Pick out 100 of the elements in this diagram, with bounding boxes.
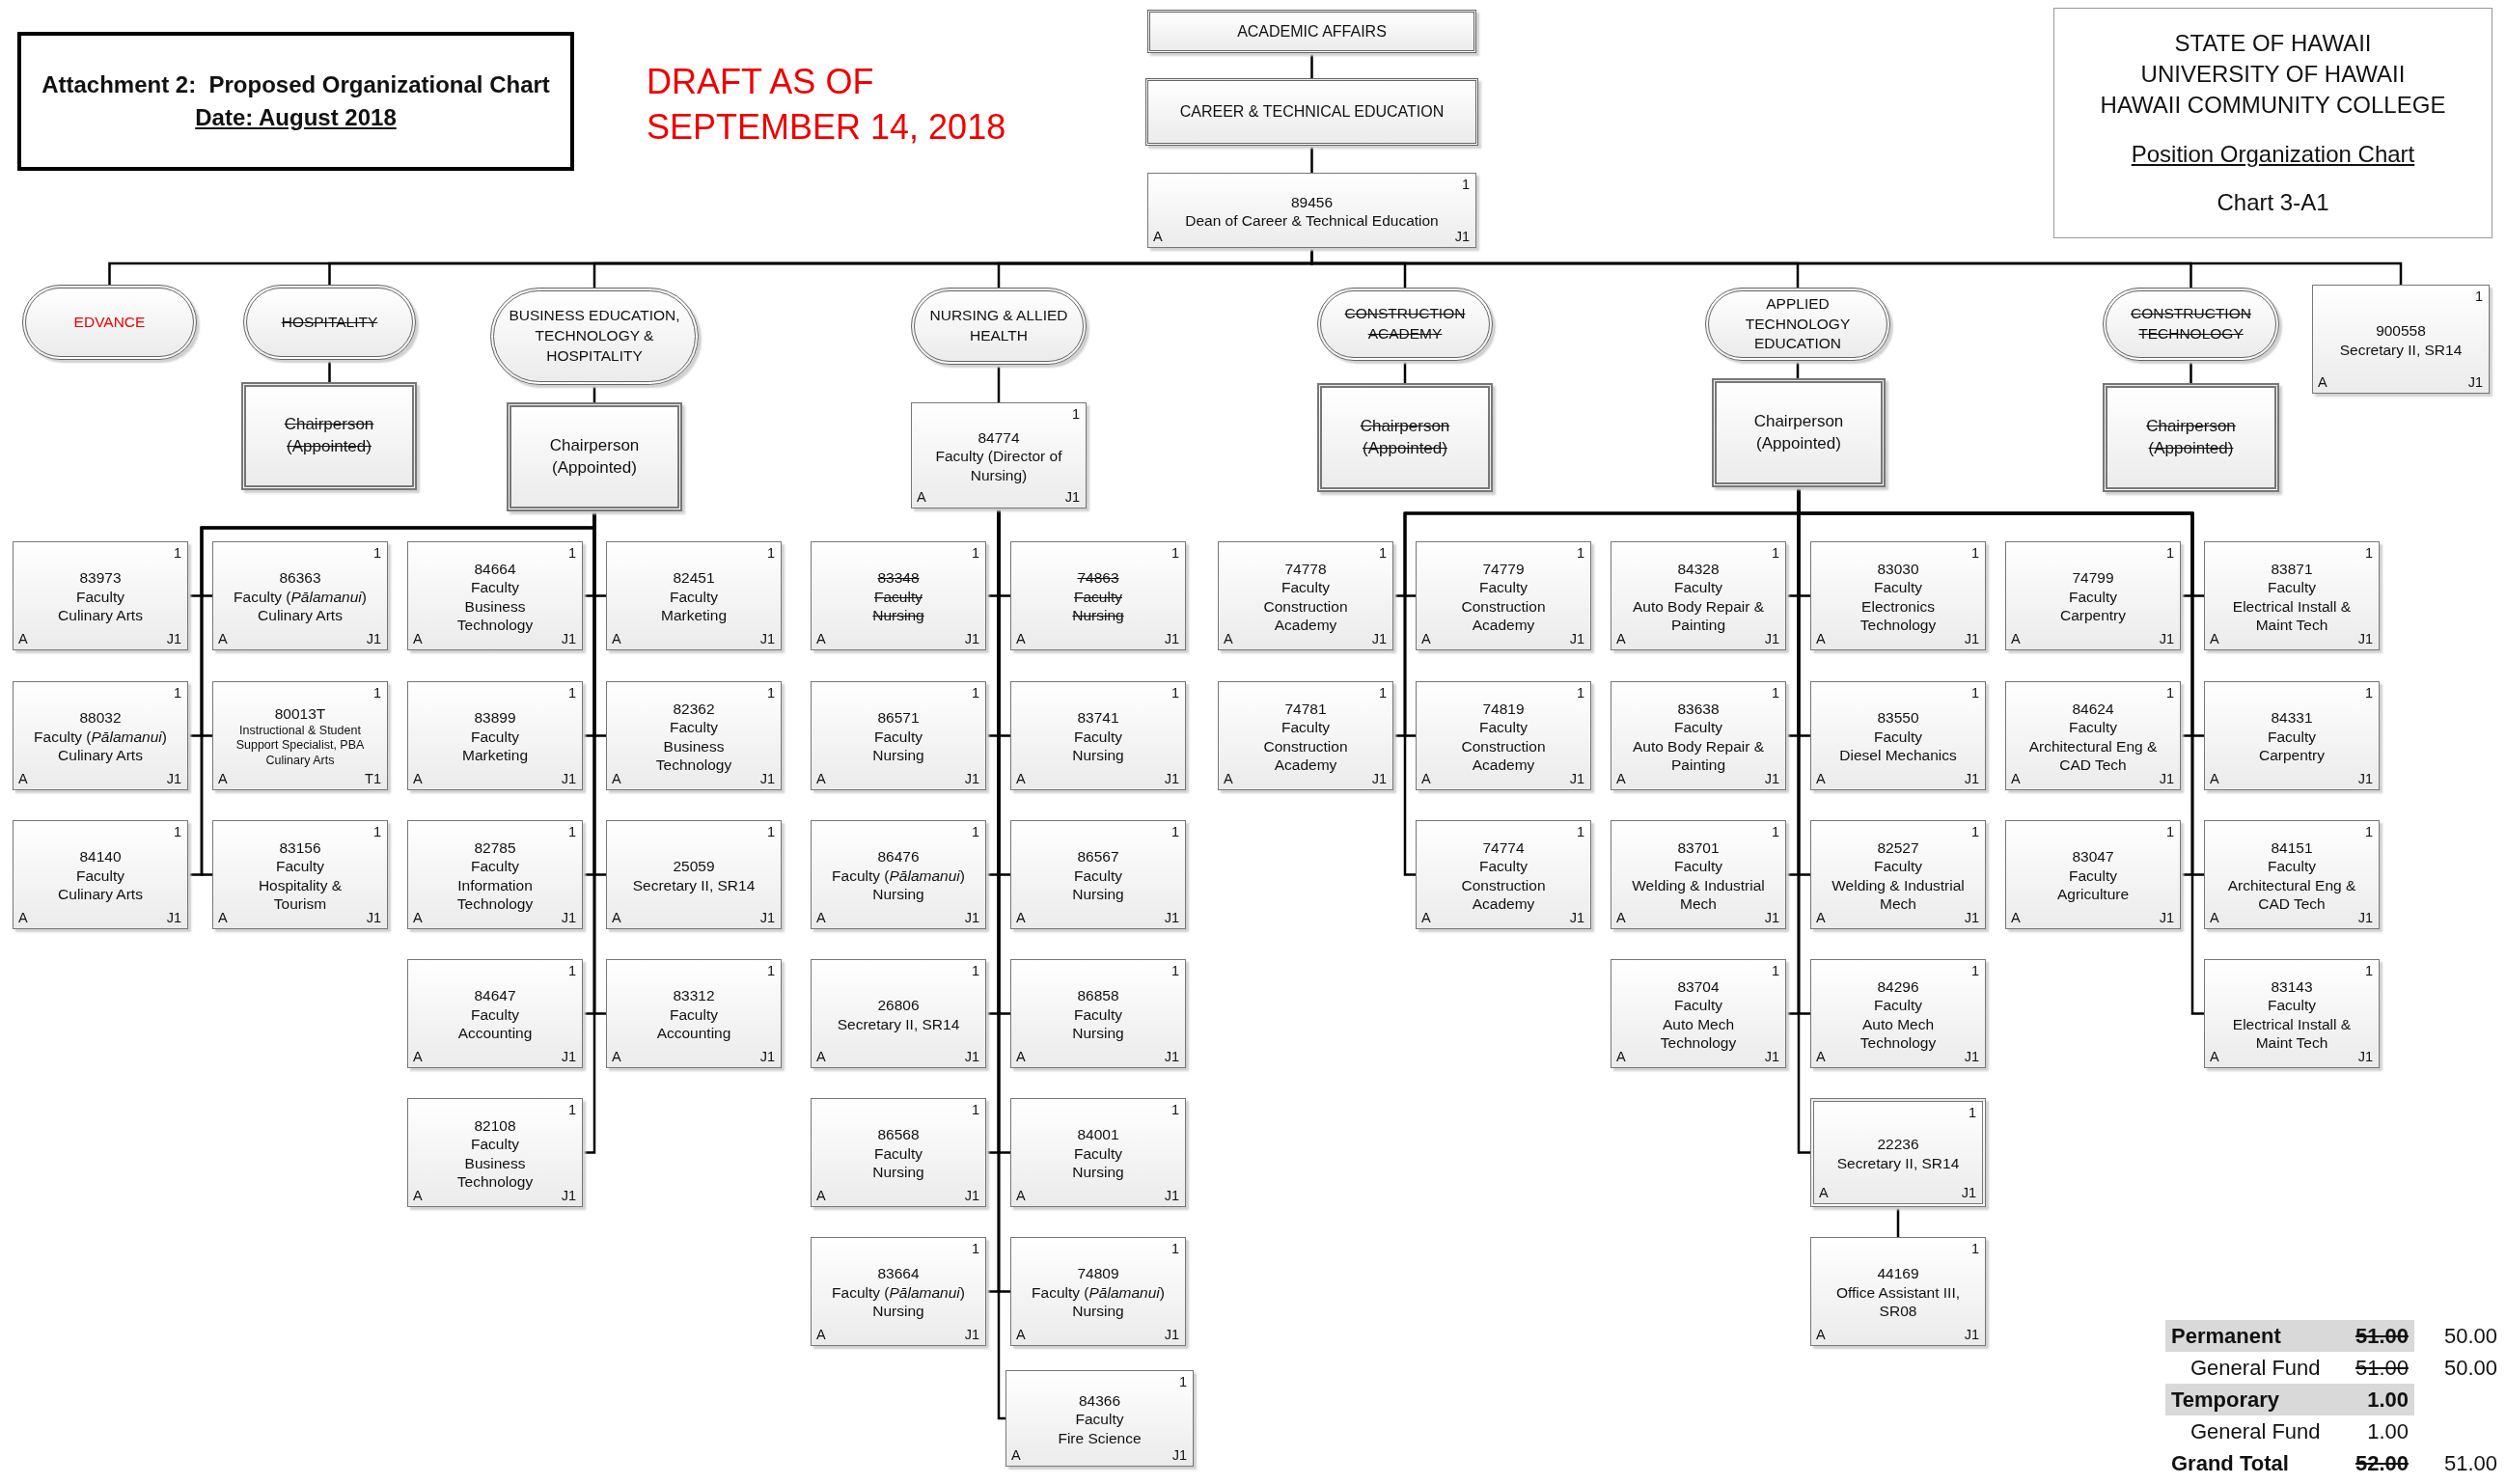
corner-label: 1 bbox=[1378, 686, 1387, 701]
department-pill bbox=[243, 285, 416, 360]
position-title: Faculty bbox=[670, 1004, 718, 1025]
corner-label: A bbox=[816, 631, 826, 646]
corner-label: A bbox=[1816, 1049, 1826, 1063]
chairperson-label: Chairperson (Appointed) bbox=[548, 434, 641, 479]
position-title: Secretary II, SR14 bbox=[632, 875, 756, 894]
heading-text: Date: August 2018 bbox=[195, 103, 397, 132]
position-title: Faculty bbox=[1075, 1410, 1124, 1429]
position-title: Nursing bbox=[1072, 606, 1124, 625]
corner-label: 1 bbox=[1970, 825, 1979, 839]
position-box bbox=[1416, 541, 1591, 650]
position-title: Nursing bbox=[872, 1163, 924, 1182]
position-number: 82527 bbox=[1877, 838, 1919, 858]
position-title: Nursing bbox=[1072, 746, 1124, 765]
position-box bbox=[2005, 681, 2181, 790]
position-box bbox=[811, 1237, 986, 1346]
department-pill bbox=[1317, 288, 1493, 361]
position-title: Faculty bbox=[1074, 727, 1122, 747]
corner-label: J1 bbox=[166, 771, 181, 785]
position-box bbox=[1810, 681, 1986, 790]
corner-label: 1 bbox=[2364, 686, 2373, 701]
corner-label: 1 bbox=[2165, 825, 2174, 839]
department-pill bbox=[911, 288, 1087, 365]
corner-label: J1 bbox=[759, 771, 775, 785]
position-number: 44169 bbox=[1877, 1264, 1919, 1283]
table-cell-text: General Fund bbox=[2189, 1355, 2322, 1382]
corner-label: A bbox=[18, 910, 28, 924]
position-box bbox=[606, 681, 782, 790]
corner-label: A bbox=[1016, 1188, 1026, 1202]
corner-label: 1 bbox=[1170, 1242, 1179, 1256]
position-number: 82108 bbox=[474, 1115, 516, 1136]
position-title: Carpentry bbox=[2258, 746, 2326, 765]
position-title: Electrical Install & Maint Tech bbox=[2231, 1014, 2353, 1053]
position-box bbox=[2204, 959, 2380, 1068]
title-text: UNIVERSITY OF HAWAII bbox=[2140, 59, 2406, 89]
position-number: 83156 bbox=[279, 838, 321, 858]
position-box bbox=[13, 681, 188, 790]
corner-label: 1 bbox=[766, 964, 775, 978]
position-title: Faculty bbox=[471, 1004, 519, 1025]
position-title: Faculty (Pālamanui) bbox=[832, 866, 965, 886]
corner-label: A bbox=[1816, 1327, 1826, 1341]
position-number: 84140 bbox=[79, 847, 122, 866]
position-title: Faculty bbox=[670, 587, 718, 607]
position-title: Nursing bbox=[1072, 885, 1124, 904]
position-box bbox=[606, 820, 782, 929]
corner-label: A bbox=[2210, 631, 2219, 646]
position-number: 86858 bbox=[1077, 986, 1119, 1005]
position-number: 74779 bbox=[1482, 559, 1525, 579]
department-pill bbox=[2103, 288, 2279, 361]
position-title: Marketing bbox=[461, 746, 529, 765]
chairperson-box bbox=[1317, 383, 1493, 492]
corner-label: 1 bbox=[1576, 825, 1584, 839]
corner-label: 1 bbox=[1771, 825, 1779, 839]
position-title: Faculty bbox=[76, 587, 124, 607]
corner-label: J1 bbox=[759, 910, 775, 924]
position-title: Faculty bbox=[2268, 857, 2316, 876]
position-box bbox=[811, 820, 986, 929]
corner-label: J1 bbox=[1569, 631, 1584, 646]
position-number: 82362 bbox=[673, 699, 715, 719]
corner-label: J1 bbox=[1164, 771, 1179, 785]
heading-text: Attachment 2: Proposed Organizational Chart bbox=[41, 70, 550, 100]
corner-label: J1 bbox=[964, 771, 979, 785]
org-line bbox=[1310, 53, 1313, 78]
position-title: Faculty bbox=[471, 857, 519, 876]
position-box bbox=[1416, 681, 1591, 790]
position-title: Faculty bbox=[1674, 718, 1722, 737]
corner-label: J1 bbox=[1764, 631, 1779, 646]
position-number: 84774 bbox=[978, 427, 1020, 448]
position-box bbox=[407, 681, 583, 790]
table-cell-text: 52.00 bbox=[2354, 1450, 2410, 1477]
chairperson-label: Chairperson (Appointed) bbox=[1752, 410, 1845, 454]
corner-label: 1 bbox=[1461, 178, 1470, 192]
corner-label: 1 bbox=[1771, 964, 1779, 978]
department-pill bbox=[22, 285, 197, 360]
corner-label: J1 bbox=[2357, 1049, 2373, 1063]
position-box bbox=[1010, 959, 1186, 1068]
corner-label: A bbox=[612, 1049, 621, 1063]
corner-label: J1 bbox=[1164, 1327, 1179, 1341]
corner-label: J1 bbox=[2357, 631, 2373, 646]
position-box bbox=[2005, 820, 2181, 929]
position-title: Faculty (Pālamanui) bbox=[1032, 1282, 1165, 1303]
org-line bbox=[328, 360, 331, 382]
position-title: Faculty bbox=[1874, 727, 1922, 747]
corner-label: J1 bbox=[964, 1049, 979, 1063]
position-title: Business Technology bbox=[455, 1153, 535, 1192]
position-title: Faculty (Pālamanui) bbox=[832, 1282, 965, 1303]
corner-label: 1 bbox=[1071, 407, 1080, 422]
corner-label: A bbox=[18, 631, 28, 646]
position-title: Nursing bbox=[872, 606, 924, 625]
corner-label: A bbox=[1016, 1049, 1026, 1063]
corner-label: J1 bbox=[1964, 631, 1979, 646]
table-cell-text: 1.00 bbox=[2366, 1418, 2410, 1445]
position-title: Faculty bbox=[2069, 718, 2117, 737]
position-title: Faculty bbox=[1281, 578, 1330, 597]
position-box bbox=[2204, 681, 2380, 790]
corner-label: 1 bbox=[1170, 1103, 1179, 1117]
corner-label: 1 bbox=[173, 825, 181, 839]
corner-label: J1 bbox=[166, 910, 181, 924]
corner-label: A bbox=[612, 631, 621, 646]
